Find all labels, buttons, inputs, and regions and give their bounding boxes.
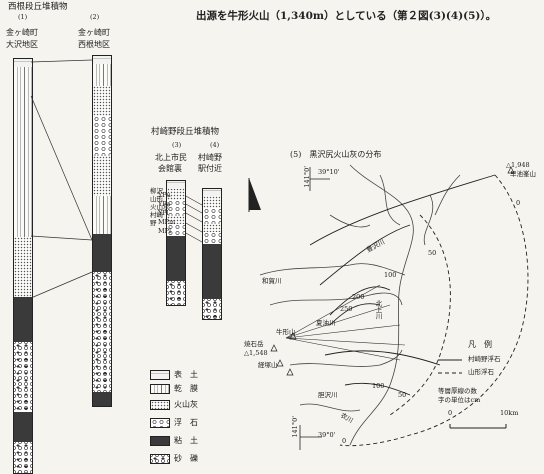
legend-swatch-ash	[150, 400, 170, 410]
col2-name-line2: 西根地区	[78, 40, 110, 49]
lat-label-bottom: 39°0'	[318, 431, 336, 439]
map-legend-lines	[438, 359, 462, 374]
north-arrow-icon	[248, 178, 261, 212]
radial-lines	[285, 284, 406, 361]
map-legend-title: 凡 例	[468, 340, 492, 349]
river-isawa: 胆沢川	[318, 391, 338, 399]
map-title: (5) 黒沢尻火山灰の分布	[290, 150, 382, 159]
col4-number: (4)	[210, 141, 220, 149]
peak-kyozuka: 経塚山	[258, 361, 278, 369]
legend-swatch-clay	[150, 436, 170, 446]
col2-number: (2)	[90, 13, 100, 21]
river-kitakami: 北上川	[374, 300, 382, 320]
legend-label-soil: 表 土	[174, 370, 198, 379]
peak-yakeishi-elev: △1,548	[244, 349, 268, 357]
scale-end: 10km	[500, 409, 519, 417]
col3-name-line1: 北上市民	[155, 153, 187, 162]
contour-label-100-south: 100	[372, 382, 385, 390]
col1-name-line2: 大沢地区	[6, 40, 38, 49]
col3-number: (3)	[172, 141, 182, 149]
legend-label-pumice: 浮 石	[174, 418, 198, 427]
contour-label-50-south: 50	[398, 391, 407, 399]
col1-number: (1)	[18, 13, 28, 21]
tephra-distribution-map	[259, 164, 529, 450]
legend-swatch-loam	[150, 384, 170, 394]
lat-label-top: 39°10'	[318, 168, 340, 176]
nishine-title: 西根段丘堆積物	[8, 2, 68, 12]
river-waga: 和賀川	[262, 277, 282, 285]
map-legend-item-murasakino: 村崎野浮石	[468, 355, 501, 363]
tephra-mpl: MPl	[158, 227, 172, 235]
legend-swatch-gravel	[150, 454, 170, 464]
isopach-contours-dashed	[339, 174, 529, 447]
tephra-mpm: MPm	[158, 218, 176, 226]
col1-name-line1: 金ヶ崎町	[6, 28, 38, 37]
contour-label-200: 200	[352, 293, 365, 301]
col4-name-line1: 村崎野	[198, 153, 222, 162]
map-legend-note-1: 等層厚線の数	[438, 387, 477, 395]
contour-label-100: 100	[384, 271, 397, 279]
contour-label-250: 250	[340, 305, 353, 313]
column-2-nishine	[92, 55, 112, 407]
legend-label-ash: 火山灰	[174, 400, 198, 409]
header-line: 出源を牛形火山（1,340m）としている（第２図(3)(4)(5)）。	[196, 10, 497, 22]
tephra-ypl: YPl	[158, 209, 169, 217]
isopach-contours	[309, 174, 496, 396]
legend-label-clay: 粘 土	[174, 436, 198, 445]
col2-name-line1: 金ヶ崎町	[78, 28, 110, 37]
col3-name-line2: 会館裏	[158, 164, 182, 173]
peak-yakeishi-name: 焼石岳	[244, 340, 264, 348]
peak-ushigata: 牛形山	[276, 328, 296, 336]
map-legend-item-yamagata: 山形浮石	[468, 368, 494, 376]
peak-hayachine-name: 早池峯山	[510, 170, 536, 178]
legend-swatch-soil	[150, 370, 170, 380]
column-4-murasakino-station	[202, 188, 222, 320]
legend-label-loam: 乾 膜	[174, 384, 198, 393]
contour-label-0-east: 0	[516, 199, 521, 207]
lithology-legend: 表 土 乾 膜 火山灰 浮 石 粘 土 砂 礫	[150, 370, 230, 470]
column-3-kitakami	[166, 180, 186, 306]
murasakino-title: 村崎野段丘堆積物	[151, 127, 220, 137]
peak-hayachine-elev: △1,948	[506, 161, 530, 169]
scale-bar	[449, 424, 507, 429]
map-legend-note-2: 字の単位はcm	[438, 396, 481, 404]
river-geto: 夏油川	[316, 319, 336, 327]
volcano-markers	[270, 166, 515, 376]
rivers	[259, 164, 461, 446]
contour-label-50: 50	[428, 249, 437, 257]
legend-swatch-pumice	[150, 418, 170, 428]
scale-start: 0	[448, 409, 453, 417]
col4-name-line2: 駅付近	[198, 164, 222, 173]
legend-label-gravel: 砂 礫	[174, 454, 198, 463]
contour-label-0-south: 0	[342, 437, 347, 445]
column-1-osawa	[13, 58, 33, 474]
tephra-ypu: YPu	[158, 191, 171, 199]
tephra-ypa: YPa	[158, 200, 171, 208]
